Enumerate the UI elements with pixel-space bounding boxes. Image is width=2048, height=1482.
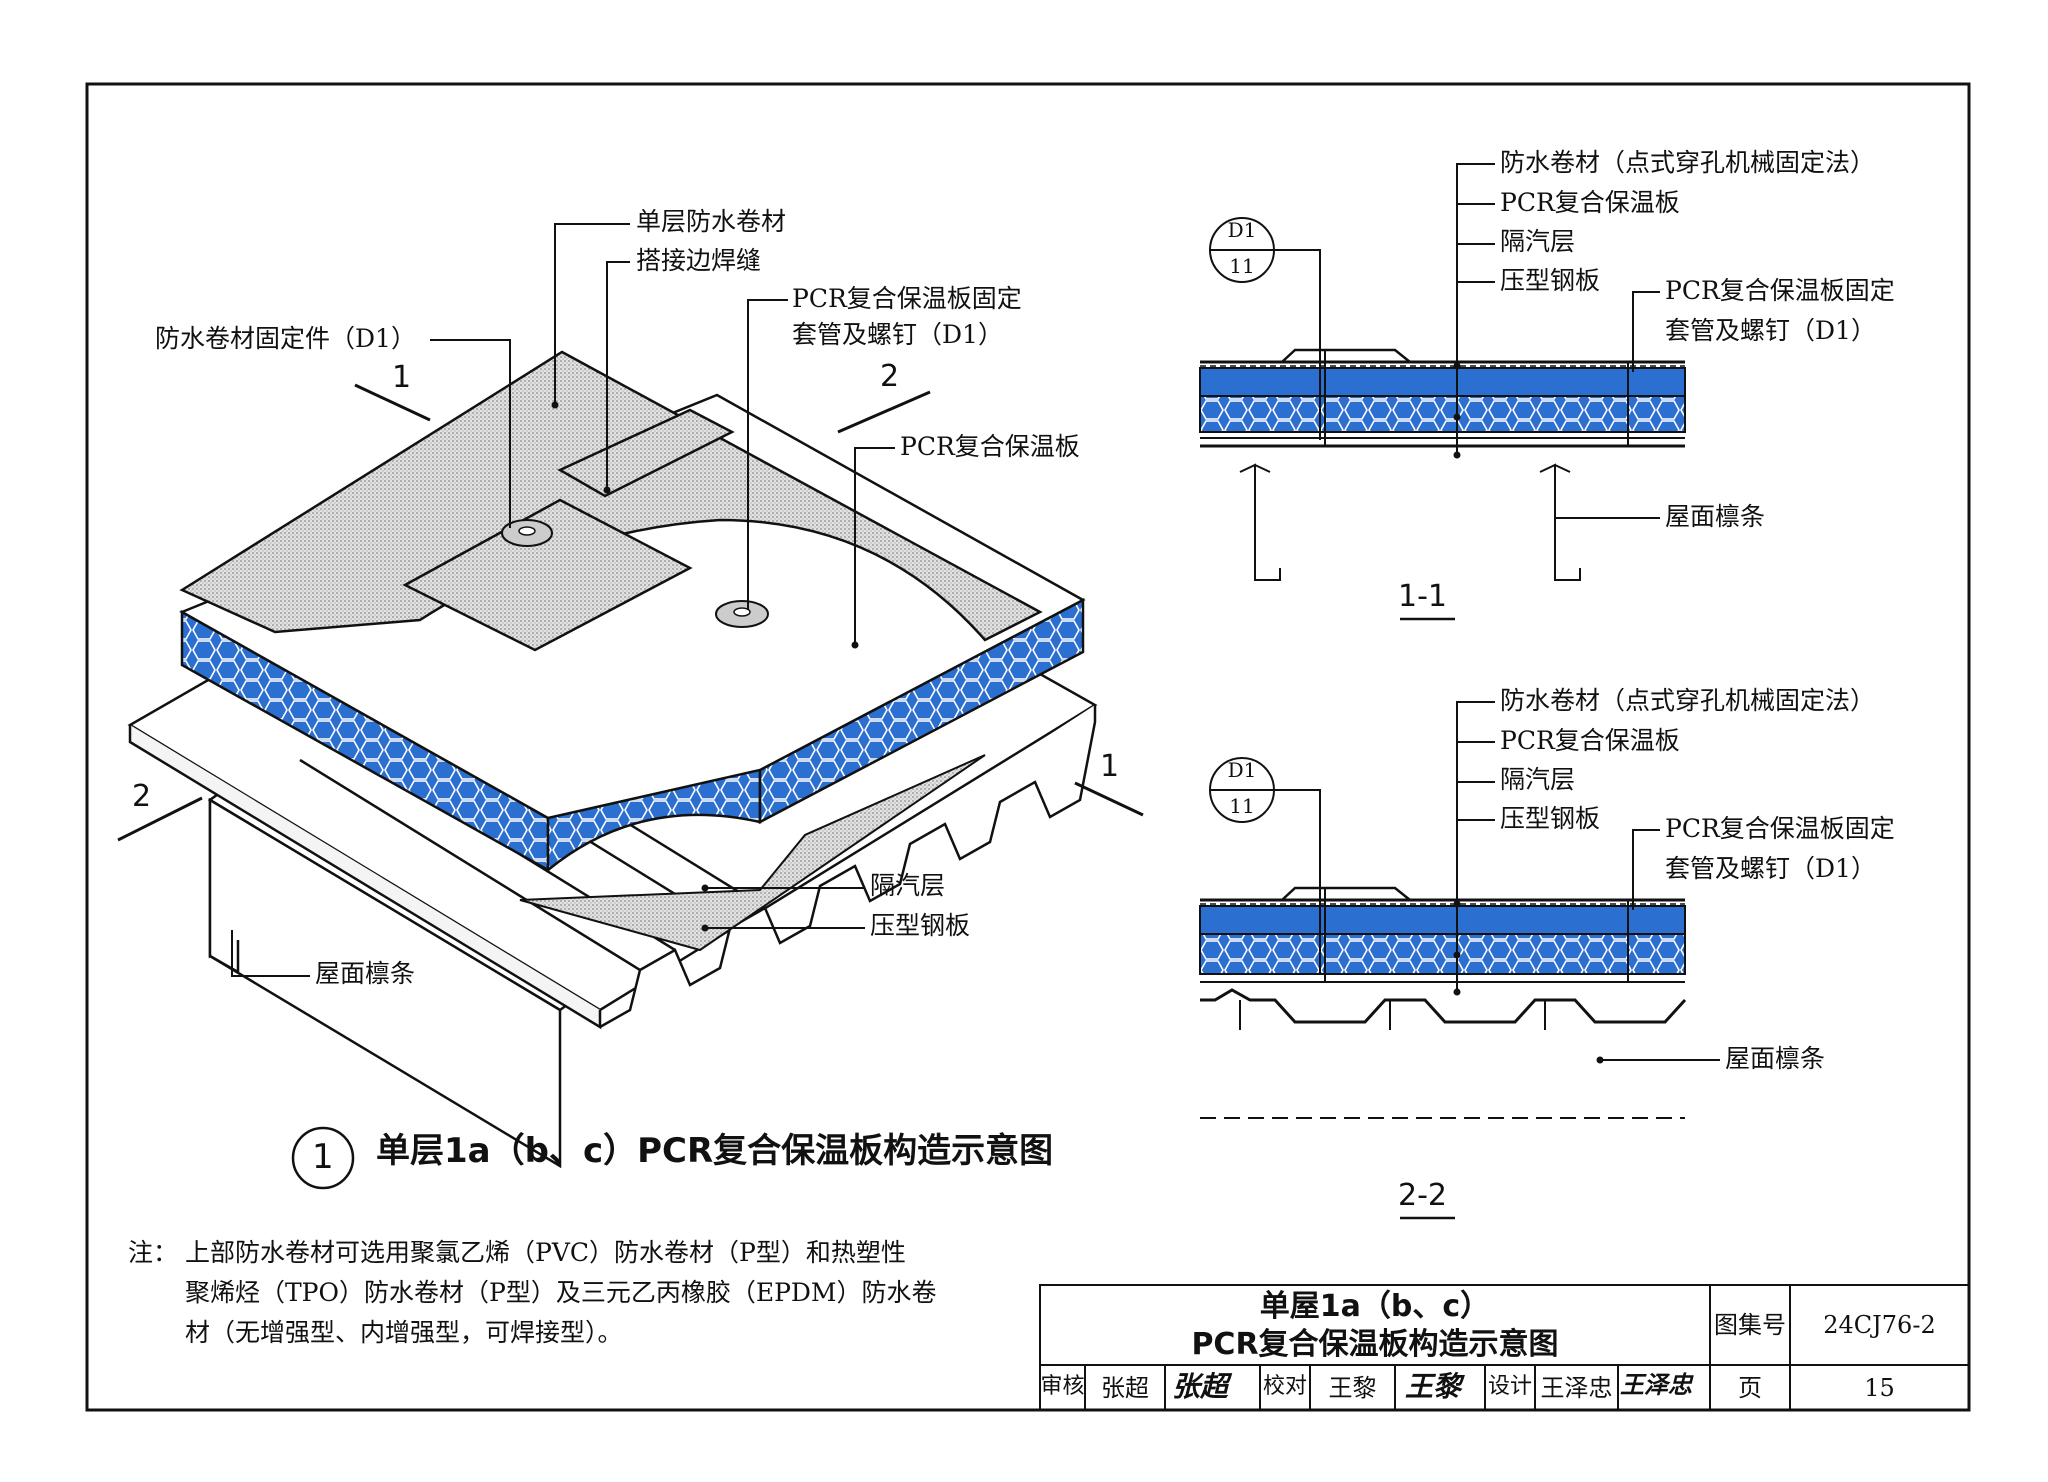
page-label: 页	[1738, 1374, 1762, 1402]
atlas-number: 24CJ76-2	[1823, 1311, 1936, 1339]
label-lap-weld: 搭接边焊缝	[636, 246, 762, 275]
s2-label-pcr-board: PCR复合保温板	[1500, 726, 1680, 755]
s2-label-purlin: 屋面檩条	[1725, 1044, 1826, 1073]
cut-mark-2a: 2	[880, 359, 900, 394]
cut-mark-2b: 2	[132, 779, 152, 814]
s2-label-membrane: 防水卷材（点式穿孔机械固定法）	[1500, 686, 1876, 715]
label-purlin: 屋面檩条	[315, 959, 416, 988]
iso-drawing	[117, 223, 1144, 1169]
design-name: 王泽忠	[1540, 1374, 1613, 1402]
s1-label-pcr-board: PCR复合保温板	[1500, 188, 1680, 217]
note-prefix: 注：	[128, 1238, 179, 1267]
leader-fastener	[430, 339, 511, 528]
s2-label-fix-2: 套管及螺钉（D1）	[1665, 854, 1876, 883]
s1-label-deck: 压型钢板	[1500, 266, 1601, 295]
check-label: 校对	[1262, 1374, 1307, 1399]
iso-lap-strip	[557, 408, 735, 498]
section-2-2-title: 2-2	[1398, 1178, 1447, 1213]
label-pcr-board: PCR复合保温板	[900, 432, 1080, 461]
design-signature: 王泽忠	[1620, 1370, 1692, 1399]
cut-line-2a	[837, 390, 931, 434]
atlas-label: 图集号	[1714, 1311, 1786, 1339]
note-line-1: 上部防水卷材可选用聚氯乙烯（PVC）防水卷材（P型）和热塑性	[185, 1238, 906, 1267]
label-pcr-fix-1: PCR复合保温板固定	[792, 284, 1022, 313]
cut-mark-1b: 1	[1100, 749, 1120, 784]
page-number: 15	[1864, 1374, 1895, 1402]
s2-label-fix-1: PCR复合保温板固定	[1665, 814, 1895, 843]
s1-label-vapor: 隔汽层	[1500, 227, 1576, 256]
s1-label-fix-2: 套管及螺钉（D1）	[1665, 316, 1876, 345]
label-vapor: 隔汽层	[870, 871, 946, 900]
ref-1-top: D1	[1227, 218, 1257, 242]
label-pcr-fix-2: 套管及螺钉（D1）	[792, 320, 1003, 349]
review-label: 审核	[1040, 1374, 1085, 1399]
label-steel-deck: 压型钢板	[870, 911, 971, 940]
section-2-2-drawing	[1199, 701, 1720, 1220]
ref-1-bottom: 11	[1229, 254, 1255, 278]
leader-pcr-board	[854, 447, 895, 645]
caption-number-circle	[291, 1126, 355, 1190]
iso-vapor-layer	[519, 754, 986, 952]
label-fastener: 防水卷材固定件（D1）	[155, 324, 416, 353]
label-membrane: 单层防水卷材	[636, 207, 787, 236]
leader-lap-weld	[606, 261, 630, 490]
leader-purlin	[231, 930, 310, 977]
note-line-3: 材（无增强型、内增强型，可焊接型）。	[185, 1318, 623, 1347]
sheet-border	[85, 82, 1971, 1412]
ref-2-top: D1	[1227, 758, 1257, 782]
iso-fastener-pcr	[715, 600, 769, 628]
title-block-title-2: PCR复合保温板构造示意图	[1191, 1327, 1559, 1362]
s1-label-fix-1: PCR复合保温板固定	[1665, 276, 1895, 305]
s1-label-purlin: 屋面檩条	[1665, 502, 1766, 531]
caption-text: 单层1a（b、c）PCR复合保温板构造示意图	[376, 1131, 1054, 1171]
review-name: 张超	[1101, 1374, 1149, 1402]
s2-label-vapor: 隔汽层	[1500, 765, 1576, 794]
cut-mark-1a: 1	[392, 360, 412, 395]
ref-2-bottom: 11	[1229, 794, 1255, 818]
iso-fastener-membrane	[501, 519, 553, 547]
cut-line-1b	[1074, 781, 1144, 817]
check-signature: 王黎	[1405, 1370, 1462, 1403]
section-1-1-title: 1-1	[1398, 579, 1447, 614]
s2-label-deck: 压型钢板	[1500, 804, 1601, 833]
check-name: 王黎	[1328, 1374, 1377, 1402]
title-block-grid	[1039, 1284, 1970, 1411]
review-signature: 张超	[1172, 1370, 1229, 1403]
leader-pcr-fix	[747, 299, 788, 610]
design-label: 设计	[1487, 1374, 1532, 1399]
s1-label-membrane: 防水卷材（点式穿孔机械固定法）	[1500, 148, 1876, 177]
title-block-title-1: 单屋1a（b、c）	[1259, 1289, 1491, 1324]
cut-line-1a	[354, 383, 431, 422]
caption-number: 1	[312, 1137, 334, 1177]
section-1-1-drawing	[1199, 163, 1686, 621]
leader-membrane	[554, 223, 630, 405]
note-line-2: 聚烯烃（TPO）防水卷材（P型）及三元乙丙橡胶（EPDM）防水卷	[185, 1278, 937, 1307]
cut-line-2b	[117, 796, 203, 842]
